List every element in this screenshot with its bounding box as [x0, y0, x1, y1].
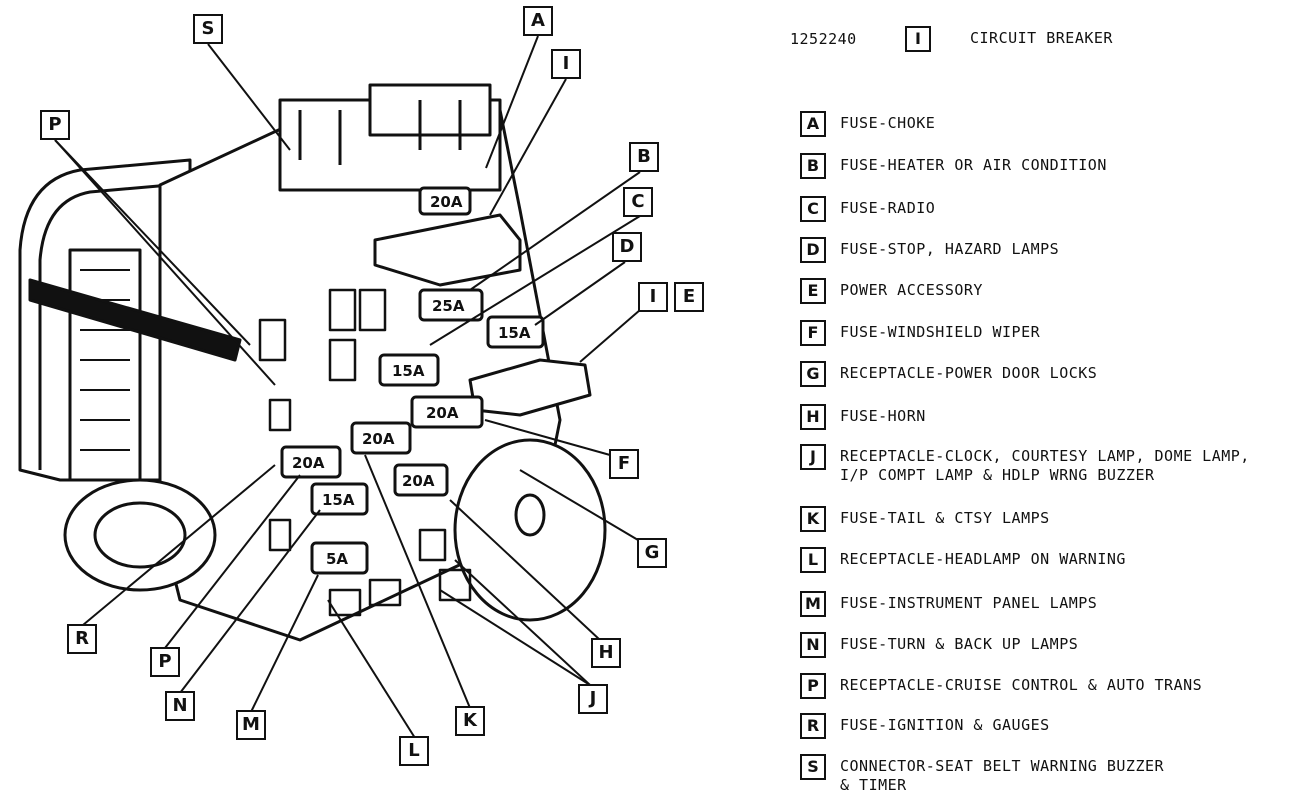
legend-text: FUSE-IGNITION & GAUGES	[840, 716, 1050, 734]
legend-key: N	[800, 632, 826, 658]
fuse-rating-label: 25A	[432, 297, 465, 315]
legend-text: FUSE-TURN & BACK UP LAMPS	[840, 635, 1079, 653]
callout-p: P	[150, 647, 180, 677]
legend-text: CIRCUIT BREAKER	[970, 29, 1113, 47]
legend-key: H	[800, 404, 826, 430]
legend-text: POWER ACCESSORY	[840, 281, 983, 299]
fuse-rating-label: 20A	[362, 430, 395, 448]
callout-g: G	[637, 538, 667, 568]
callout-f: F	[609, 449, 639, 479]
legend-item: D FUSE-STOP, HAZARD LAMPS	[790, 237, 1300, 273]
legend-item: R FUSE-IGNITION & GAUGES	[790, 713, 1300, 749]
legend-item: K FUSE-TAIL & CTSY LAMPS	[790, 506, 1300, 542]
legend-text: FUSE-HORN	[840, 407, 926, 425]
legend-item: L RECEPTACLE-HEADLAMP ON WARNING	[790, 547, 1300, 583]
callout-m: M	[236, 710, 266, 740]
legend-item: S CONNECTOR-SEAT BELT WARNING BUZZER & T…	[790, 754, 1300, 798]
legend-text: FUSE-TAIL & CTSY LAMPS	[840, 509, 1050, 527]
part-number: 1252240	[790, 30, 857, 48]
fuse-rating-label: 15A	[392, 362, 425, 380]
legend-key: J	[800, 444, 826, 470]
callout-i: I	[638, 282, 668, 312]
callout-k: K	[455, 706, 485, 736]
legend-text: FUSE-CHOKE	[840, 114, 936, 132]
legend-key: B	[800, 153, 826, 179]
dial	[453, 438, 607, 622]
legend-text: FUSE-INSTRUMENT PANEL LAMPS	[840, 594, 1098, 612]
legend-key: G	[800, 361, 826, 387]
legend-item: J RECEPTACLE-CLOCK, COURTESY LAMP, DOME …	[790, 444, 1300, 488]
legend-item: M FUSE-INSTRUMENT PANEL LAMPS	[790, 591, 1300, 627]
fuse-rating-label: 20A	[430, 193, 463, 211]
legend-key: A	[800, 111, 826, 137]
legend-key: P	[800, 673, 826, 699]
callout-p: P	[40, 110, 70, 140]
legend-text: CONNECTOR-SEAT BELT WARNING BUZZER & TIM…	[840, 757, 1165, 794]
relay-upper	[373, 213, 522, 287]
callout-s: S	[193, 14, 223, 44]
legend-text: FUSE-RADIO	[840, 199, 936, 217]
callout-n: N	[165, 691, 195, 721]
legend-item: N FUSE-TURN & BACK UP LAMPS	[790, 632, 1300, 668]
legend-key: D	[800, 237, 826, 263]
legend-text: FUSE-WINDSHIELD WIPER	[840, 323, 1041, 341]
legend-item: P RECEPTACLE-CRUISE CONTROL & AUTO TRANS	[790, 673, 1300, 709]
callout-h: H	[591, 638, 621, 668]
legend-key: K	[800, 506, 826, 532]
fuse-rating-label: 15A	[322, 491, 355, 509]
legend-key: I	[905, 26, 931, 52]
legend-key: M	[800, 591, 826, 617]
callout-e: E	[674, 282, 704, 312]
callout-l: L	[399, 736, 429, 766]
callout-d: D	[612, 232, 642, 262]
legend-text: FUSE-HEATER OR AIR CONDITION	[840, 156, 1107, 174]
legend-item: E POWER ACCESSORY	[790, 278, 1300, 314]
legend-key: E	[800, 278, 826, 304]
legend-text: RECEPTACLE-POWER DOOR LOCKS	[840, 364, 1098, 382]
legend-item: H FUSE-HORN	[790, 404, 1300, 440]
callout-b: B	[629, 142, 659, 172]
legend-item: F FUSE-WINDSHIELD WIPER	[790, 320, 1300, 356]
callout-r: R	[67, 624, 97, 654]
legend-item: A FUSE-CHOKE	[790, 111, 1300, 147]
callout-c: C	[623, 187, 653, 217]
legend-item: B FUSE-HEATER OR AIR CONDITION	[790, 153, 1300, 189]
fuse-rating-label: 15A	[498, 324, 531, 342]
legend-key: L	[800, 547, 826, 573]
fuse-rating-label: 20A	[292, 454, 325, 472]
callout-i: I	[551, 49, 581, 79]
fuse-rating-label: 20A	[402, 472, 435, 490]
legend-item: C FUSE-RADIO	[790, 196, 1300, 232]
legend-key: F	[800, 320, 826, 346]
legend-text: RECEPTACLE-CRUISE CONTROL & AUTO TRANS	[840, 676, 1203, 694]
legend-item: G RECEPTACLE-POWER DOOR LOCKS	[790, 361, 1300, 397]
legend-text: RECEPTACLE-HEADLAMP ON WARNING	[840, 550, 1126, 568]
fuse-rating-label: 5A	[326, 550, 348, 568]
fuse-block-illustration: 20A 25A 15A 15A 20A 20A 20A 20A 15A 5A	[18, 35, 641, 739]
legend-key: S	[800, 754, 826, 780]
legend-key: C	[800, 196, 826, 222]
callout-j: J	[578, 684, 608, 714]
legend-text: RECEPTACLE-CLOCK, COURTESY LAMP, DOME LA…	[840, 447, 1250, 484]
legend-key: R	[800, 713, 826, 739]
fuse-rating-label: 20A	[426, 404, 459, 422]
legend-text: FUSE-STOP, HAZARD LAMPS	[840, 240, 1060, 258]
callout-a: A	[523, 6, 553, 36]
